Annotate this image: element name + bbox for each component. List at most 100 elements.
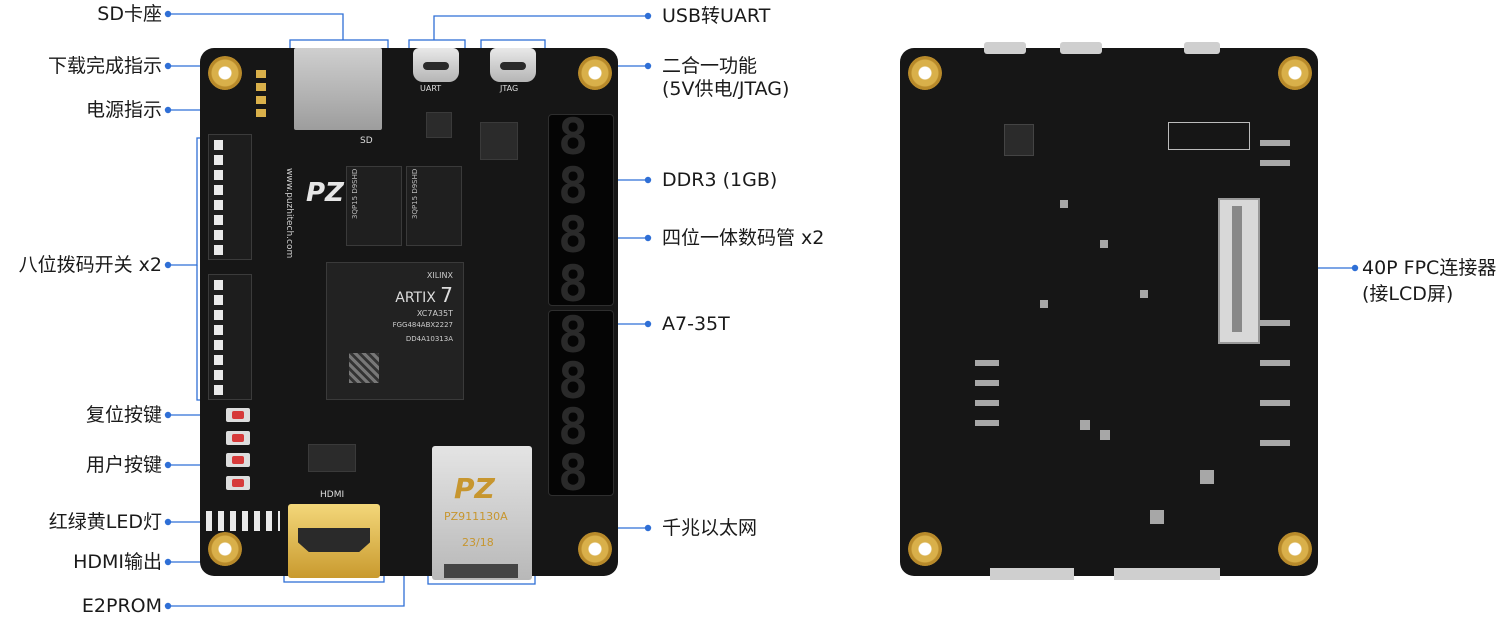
seg-digit: 8 — [558, 206, 589, 264]
fpga-lot: DD4A10313A — [405, 335, 453, 343]
smd-component — [1100, 240, 1108, 248]
dip-toggle — [214, 185, 223, 195]
label-combo-line2: (5V供电/JTAG) — [662, 78, 790, 100]
website-silk: www.puzhitech.com — [284, 168, 294, 259]
label-ethernet: 千兆以太网 — [662, 517, 758, 539]
ddr3-mark: 3QP15 D9SHD — [351, 168, 359, 219]
seven-seg-display-1 — [548, 114, 614, 306]
label-seven-seg: 四位一体数码管 x2 — [662, 227, 825, 249]
mounting-hole — [1278, 532, 1312, 566]
smd-component — [1260, 440, 1290, 446]
jtag-silk: JTAG — [500, 84, 519, 93]
fpga-chip: XILINX ARTIX 7 XC7A35T FGG484ABX2227 DD4… — [326, 262, 464, 400]
usb-edge — [1060, 42, 1102, 54]
mounting-hole — [208, 532, 242, 566]
dip-toggle — [214, 355, 223, 365]
dip-toggle — [214, 155, 223, 165]
led-strip — [206, 511, 280, 531]
eth-port — [444, 564, 518, 578]
uart-silk: UART — [420, 84, 442, 93]
sd-card-slot — [294, 48, 382, 130]
eth-edge — [1114, 568, 1220, 580]
seven-seg-display-2 — [548, 310, 614, 496]
user-button-2 — [226, 453, 250, 467]
dip-toggle — [214, 340, 223, 350]
smd-component — [1080, 420, 1090, 430]
smd-component — [1140, 290, 1148, 298]
eth-code: 23/18 — [462, 536, 494, 549]
ethernet-jack: PZ PZ911130A 23/18 — [432, 446, 532, 580]
smd-component — [975, 360, 999, 366]
label-ddr3: DDR3 (1GB) — [662, 169, 778, 191]
smd-component — [1040, 300, 1048, 308]
label-power-indicator: 电源指示 — [85, 99, 162, 121]
hdmi-silk: HDMI — [320, 490, 345, 500]
eth-part: PZ911130A — [444, 510, 508, 523]
label-fpc-line1: 40P FPC连接器 — [1362, 257, 1497, 279]
e2prom-chip — [308, 444, 356, 472]
label-combo-line1: 二合一功能 — [662, 55, 758, 77]
smd-component — [1200, 470, 1214, 484]
brand-logo: PZ — [306, 178, 344, 208]
smd-component — [1260, 320, 1290, 326]
usb-edge — [984, 42, 1026, 54]
dip-toggle — [214, 200, 223, 210]
dip-toggle — [214, 215, 223, 225]
mounting-hole — [578, 56, 612, 90]
smd-component — [1260, 360, 1290, 366]
dip-toggle — [214, 325, 223, 335]
board-back — [900, 42, 1318, 580]
jtag-chip — [480, 122, 518, 160]
mounting-hole — [208, 56, 242, 90]
dip-toggle — [214, 370, 223, 380]
seg-digit: 8 — [558, 108, 589, 166]
user-button-3 — [226, 476, 250, 490]
connector-outline — [1168, 122, 1250, 150]
seg-digit: 8 — [558, 352, 589, 410]
label-e2prom: E2PROM — [81, 595, 162, 617]
smd-component — [1100, 430, 1110, 440]
chip — [1004, 124, 1034, 156]
fpc-slot — [1232, 206, 1242, 332]
label-reset-button: 复位按键 — [85, 404, 162, 426]
fpga-brand: XILINX — [426, 271, 453, 280]
label-usb-uart: USB转UART — [662, 5, 771, 27]
ddr3-mark: 3QP15 D9SHD — [411, 168, 419, 219]
smd-component — [975, 400, 999, 406]
smd-component — [1150, 510, 1164, 524]
fpga-pkg: FGG484ABX2227 — [392, 321, 453, 329]
fpga-series-text: 7 — [440, 283, 453, 307]
seg-digit: 8 — [558, 398, 589, 456]
smd-component — [975, 380, 999, 386]
label-hdmi: HDMI输出 — [73, 551, 162, 573]
usb-jtag-port — [490, 48, 536, 82]
label-download-indicator: 下载完成指示 — [47, 55, 162, 77]
fpga-family: ARTIX 7 — [395, 283, 453, 307]
seg-digit: 8 — [558, 255, 589, 313]
smd-component — [1060, 200, 1068, 208]
mounting-hole — [908, 56, 942, 90]
eth-logo: PZ — [454, 472, 495, 505]
mounting-hole — [908, 532, 942, 566]
label-dip-switch: 八位拨码开关 x2 — [18, 254, 162, 276]
board-front: SD UART JTAG 3QP15 D9SHD 3QP15 D9SHD XIL… — [200, 48, 618, 580]
ddr3-chip: 3QP15 D9SHD — [406, 166, 462, 246]
dip-toggle — [214, 230, 223, 240]
pin-header — [256, 70, 266, 120]
seg-digit: 8 — [558, 444, 589, 502]
dip-switch-2 — [208, 274, 252, 400]
label-sd-card: SD卡座 — [97, 3, 162, 25]
seg-digit: 8 — [558, 157, 589, 215]
dip-toggle — [214, 280, 223, 290]
ddr3-chip: 3QP15 D9SHD — [346, 166, 402, 246]
dip-toggle — [214, 385, 223, 395]
dip-toggle — [214, 140, 223, 150]
mounting-hole — [1278, 56, 1312, 90]
seg-digit: 8 — [558, 306, 589, 364]
qr-code — [349, 353, 379, 383]
label-fpga: A7-35T — [662, 313, 730, 335]
usb-uart-port — [413, 48, 459, 82]
dip-switch-1 — [208, 134, 252, 260]
fpga-part: XC7A35T — [416, 309, 453, 318]
user-button-1 — [226, 431, 250, 445]
